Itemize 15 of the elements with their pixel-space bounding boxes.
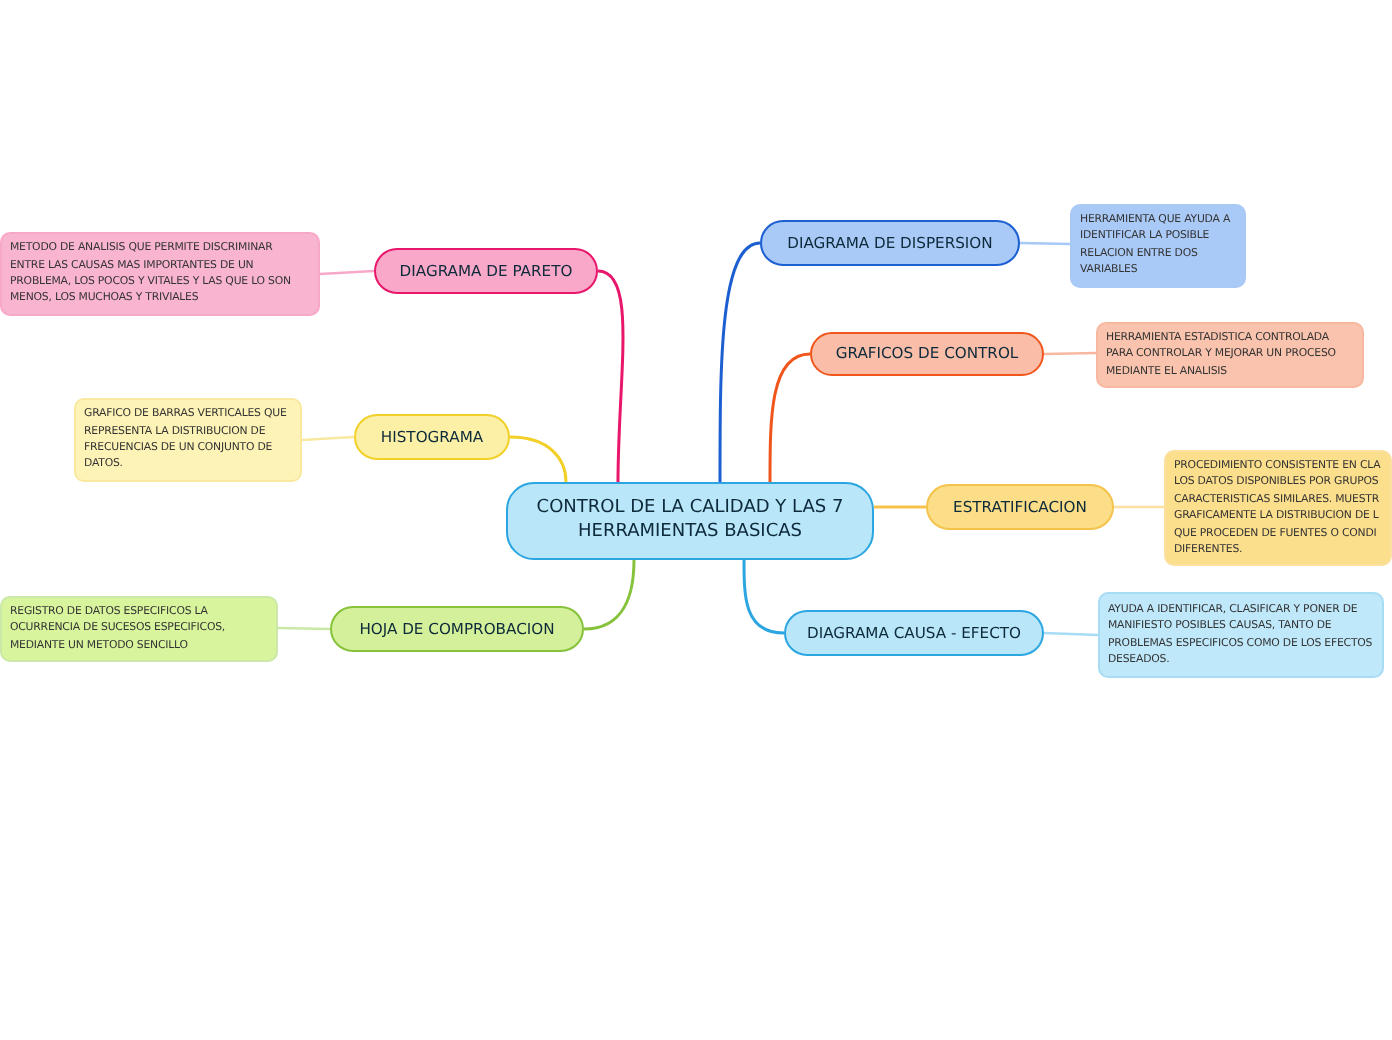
connector-line — [301, 435, 355, 442]
connector-line — [1043, 351, 1097, 356]
connector-line — [768, 352, 811, 482]
connector-line — [1114, 505, 1164, 509]
connector-line — [277, 626, 331, 631]
connector-line — [718, 241, 761, 482]
connector-line — [509, 435, 568, 483]
connector-line — [319, 269, 375, 276]
central-topic-box: CONTROL DE LA CALIDAD Y LAS 7 HERRAMIENTAS BASICAS — [506, 482, 874, 560]
connector-line — [1019, 241, 1071, 246]
connector-line — [742, 560, 785, 635]
connector-line — [1043, 631, 1099, 637]
connector-line — [874, 505, 926, 509]
connector-line — [597, 269, 625, 483]
connector-line — [583, 559, 636, 631]
